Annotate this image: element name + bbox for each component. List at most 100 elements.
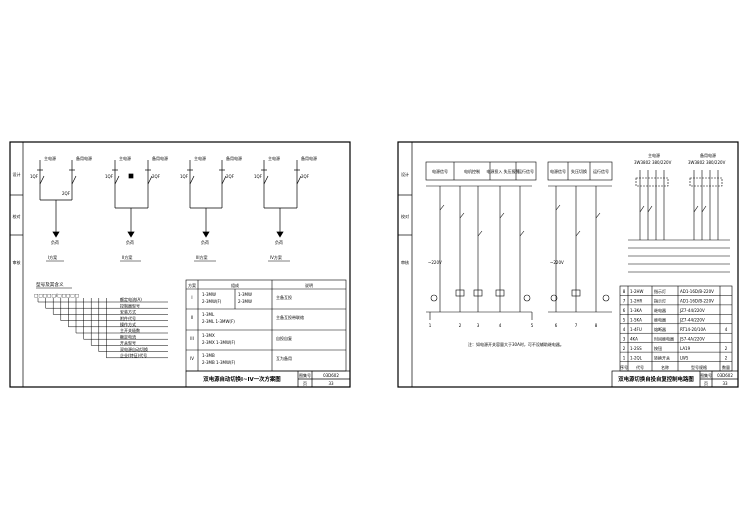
atlas-number: 03D602 — [717, 373, 733, 378]
model-item-label: 附件代号 — [120, 315, 136, 321]
terminal-number: 8 — [595, 323, 598, 328]
control-circuit-main — [426, 185, 533, 320]
right-side-labels: 设计 校对 审核 — [401, 171, 409, 265]
component-name: 时间继电器 — [654, 335, 674, 341]
component-code: 1-2SS — [630, 346, 642, 351]
main-source-model: 3W3802 380/220V — [634, 160, 672, 165]
terminal-number: 7 — [575, 323, 578, 328]
table-cell-composition: 2-3MW — [238, 299, 252, 304]
model-item-label: 额定电流(A) — [120, 296, 142, 302]
table-cell-scheme: I — [191, 295, 192, 300]
table-cell-composition: 1-3MB — [202, 353, 215, 358]
left-sheet-border — [9, 141, 351, 388]
component-name: 按钮 — [654, 345, 662, 351]
component-no: 5 — [623, 318, 626, 323]
component-no: 4 — [623, 327, 626, 332]
header-cell: 失压切换 — [571, 168, 587, 174]
component-model: RT14-20/10A — [680, 327, 706, 332]
component-model: LA19 — [680, 346, 691, 351]
switch-label: 1QF — [30, 174, 39, 179]
scheme-4: 主电源 备用电源 1QF 2QF 负荷 IV方案 — [254, 155, 317, 262]
component-header: 型号规格 — [691, 364, 707, 370]
table-cell-composition: 1-3ML — [202, 312, 215, 317]
right-title: 双电源切换自投自复控制电路图 — [618, 375, 694, 383]
load-label: 负荷 — [126, 239, 134, 245]
component-code: 4KA — [630, 336, 638, 341]
model-item-label: 控制器型号 — [120, 302, 140, 308]
circuit-note: 注：如电源开关容量大于30A时，可不设辅助继电器。 — [468, 341, 564, 347]
terminal-number: 6 — [555, 323, 558, 328]
switch-label: 2QF — [301, 174, 310, 179]
header-cell: 电源信号 — [550, 168, 566, 174]
model-heading: 型号及其含义 — [36, 281, 64, 288]
component-code: 1-3KA — [630, 308, 642, 313]
switch-label: 2QF — [226, 174, 235, 179]
switch-label: 2QF — [152, 174, 161, 179]
model-item-label: 操作方式 — [120, 321, 136, 327]
main-source-label: 主电源 — [194, 155, 206, 161]
component-header: 数量 — [722, 364, 730, 370]
component-name: 指示灯 — [654, 288, 666, 294]
control-header: 电源信号 电机控制 电源投入 失压报警 运行信号 电源信号 失压切换 运行信号 — [425, 161, 613, 181]
right-sheet — [397, 141, 739, 388]
scheme-2: 主电源 备用电源 1QF 2QF 负荷 II方案 — [105, 155, 168, 262]
switch-label: 1QF — [105, 174, 114, 179]
page-label: 页 — [704, 381, 708, 386]
table-cell-note: 自投自复 — [276, 335, 292, 341]
left-side-label: 设计 — [13, 171, 21, 177]
component-header: 代号 — [636, 364, 644, 370]
table-cell-composition: 2-3ML 1-3MW(F) — [202, 319, 235, 324]
component-name: 指示灯 — [654, 298, 666, 304]
component-no: 2 — [623, 346, 626, 351]
table-cell-composition: 1-3MW — [202, 292, 216, 297]
table-header: 说明 — [305, 282, 313, 288]
backup-source-model: 3W3802 380/220V — [688, 160, 726, 165]
model-item-label: 开关型号 — [120, 340, 136, 346]
backup-source-label: 备用电源 — [76, 155, 92, 161]
voltage-label: ~220V — [550, 260, 564, 265]
table-cell-composition: 2-3MW(F) — [202, 299, 222, 304]
table-cell-note: 主备互投 — [276, 294, 292, 300]
component-model: LW5 — [680, 355, 689, 360]
scheme-name: III方案 — [196, 254, 208, 260]
right-title-block: 双电源切换自投自复控制电路图 图集号 03D602 页 33 — [611, 370, 739, 388]
component-header: 序号 — [620, 364, 628, 370]
load-label: 负荷 — [51, 239, 59, 245]
component-qty: 2 — [725, 346, 728, 351]
component-no: 1 — [623, 355, 626, 360]
scheme-1: 主电源 备用电源 1QF 2QF 负荷 I方案 — [30, 155, 92, 262]
atlas-label: 图集号 — [299, 372, 311, 378]
terminal-number: 5 — [531, 323, 534, 328]
left-sheet — [9, 141, 351, 388]
table-cell-scheme: II — [191, 315, 193, 320]
header-cell: 运行信号 — [518, 168, 534, 174]
table-cell-scheme: III — [190, 336, 194, 341]
table-header: 方案 — [188, 282, 196, 288]
right-side-label: 审核 — [401, 259, 409, 265]
left-title: 双电源自动切换I~IV一次方案图 — [203, 375, 281, 383]
component-model: AD1-16D/B-220V — [680, 289, 714, 294]
left-side-labels: 设计 校对 审核 — [13, 171, 21, 265]
atlas-number: 03D602 — [323, 373, 339, 378]
table-cell-note: 互为备用 — [276, 355, 292, 361]
component-header: 名称 — [661, 364, 669, 370]
table-cell-note: 主备互投带联络 — [276, 314, 304, 320]
main-source-label: 主电源 — [44, 155, 56, 161]
model-designation: 型号及其含义 □□□□□/□□□□□ 额定电流(A)控制器型号安装方式附件代号操… — [34, 281, 168, 359]
left-side-label: 审核 — [13, 259, 21, 265]
load-label: 负荷 — [275, 239, 283, 245]
backup-source-label: 备用电源 — [700, 152, 716, 158]
main-source-label: 主电源 — [648, 152, 660, 158]
header-cell: 运行信号 — [593, 168, 609, 174]
model-item-label: 企业(特征)代号 — [120, 352, 147, 358]
model-item-label: 额定电流 — [120, 333, 136, 339]
table-cell-composition: 2-3MB 1-3MW(F) — [202, 360, 236, 365]
power-circuit: 主电源 3W3802 380/220V 备用电源 3W3802 380/220V — [628, 152, 730, 273]
atlas-label: 图集号 — [700, 372, 712, 378]
header-cell: 电机控制 — [464, 168, 480, 174]
terminal-number: 3 — [477, 323, 480, 328]
page-number: 33 — [722, 381, 728, 386]
